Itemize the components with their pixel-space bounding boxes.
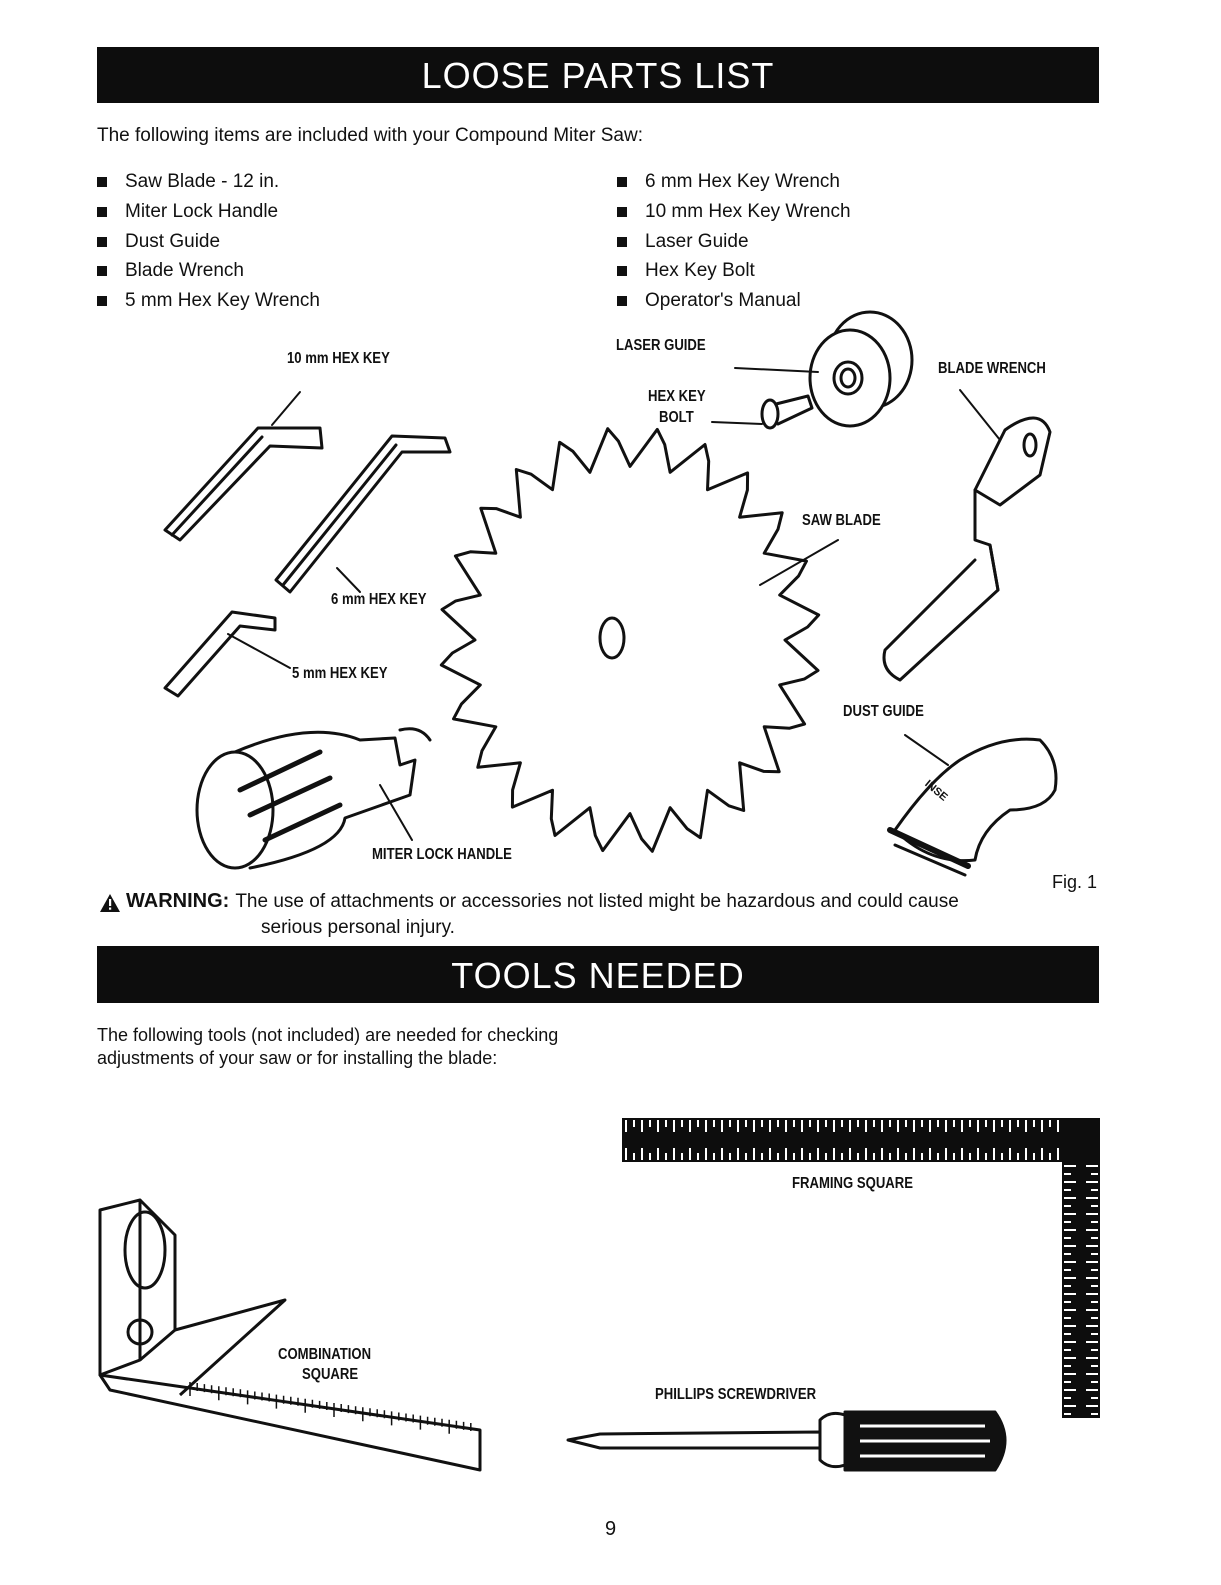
- warning-icon: [100, 894, 120, 912]
- miter-lock-handle-drawing: [195, 727, 432, 870]
- loose-parts-banner: LOOSE PARTS LIST: [97, 47, 1099, 103]
- label-10mm-hex-key: 10 mm HEX KEY: [287, 350, 390, 367]
- hex-key-5mm-drawing: [163, 610, 291, 698]
- label-hex-key-bolt-line2: BOLT: [659, 409, 694, 426]
- combination-square-drawing: [98, 1198, 482, 1472]
- label-dust-guide: DUST GUIDE: [843, 703, 924, 720]
- warning-title: WARNING:: [126, 890, 230, 912]
- loose-parts-intro: The following items are included with yo…: [97, 125, 643, 146]
- page-number: 9: [604, 1518, 617, 1540]
- framing-square-drawing: [622, 1118, 1100, 1418]
- parts-list-left: Saw Blade - 12 in. Miter Lock Handle Dus…: [97, 167, 320, 316]
- blade-wrench-drawing: [882, 389, 1052, 682]
- list-item: 5 mm Hex Key Wrench: [97, 286, 320, 316]
- list-item: 10 mm Hex Key Wrench: [617, 197, 851, 227]
- saw-blade-drawing: [439, 427, 839, 853]
- label-hex-key-bolt-line1: HEX KEY: [648, 388, 706, 405]
- list-item: Miter Lock Handle: [97, 197, 320, 227]
- laser-guide-drawing: [734, 310, 914, 428]
- label-combination-square-line1: COMBINATION: [278, 1346, 372, 1363]
- label-6mm-hex-key: 6 mm HEX KEY: [331, 591, 427, 608]
- list-item: 6 mm Hex Key Wrench: [617, 167, 851, 197]
- dust-guide-drawing: [887, 734, 1058, 877]
- tools-intro: The following tools (not included) are n…: [97, 1025, 559, 1068]
- hex-key-10mm-drawing: [163, 391, 324, 542]
- list-item: Hex Key Bolt: [617, 256, 851, 286]
- list-item: Operator's Manual: [617, 286, 851, 316]
- label-miter-lock-handle: MITER LOCK HANDLE: [372, 846, 512, 863]
- list-item: Blade Wrench: [97, 256, 320, 286]
- list-item: Saw Blade - 12 in.: [97, 167, 320, 197]
- tools-needed-banner: TOOLS NEEDED: [97, 946, 1099, 1003]
- hex-key-bolt-drawing: [711, 394, 814, 430]
- list-item: Laser Guide: [617, 227, 851, 257]
- label-blade-wrench: BLADE WRENCH: [938, 360, 1046, 377]
- warning-line1: The use of attachments or accessories no…: [235, 891, 959, 912]
- figure-caption: Fig. 1: [1052, 872, 1098, 892]
- warning-line2: serious personal injury.: [261, 917, 455, 938]
- hex-key-6mm-drawing: [274, 434, 452, 594]
- label-laser-guide: LASER GUIDE: [616, 337, 706, 354]
- label-phillips-screwdriver: PHILLIPS SCREWDRIVER: [655, 1386, 817, 1403]
- parts-list-right: 6 mm Hex Key Wrench 10 mm Hex Key Wrench…: [617, 167, 851, 316]
- phillips-screwdriver-drawing: [566, 1410, 1007, 1472]
- list-item: Dust Guide: [97, 227, 320, 257]
- label-framing-square: FRAMING SQUARE: [792, 1175, 914, 1192]
- label-saw-blade: SAW BLADE: [802, 512, 881, 529]
- label-5mm-hex-key: 5 mm HEX KEY: [292, 665, 388, 682]
- label-combination-square-line2: SQUARE: [302, 1366, 359, 1383]
- warning-block: WARNING:The use of attachments or access…: [100, 890, 959, 938]
